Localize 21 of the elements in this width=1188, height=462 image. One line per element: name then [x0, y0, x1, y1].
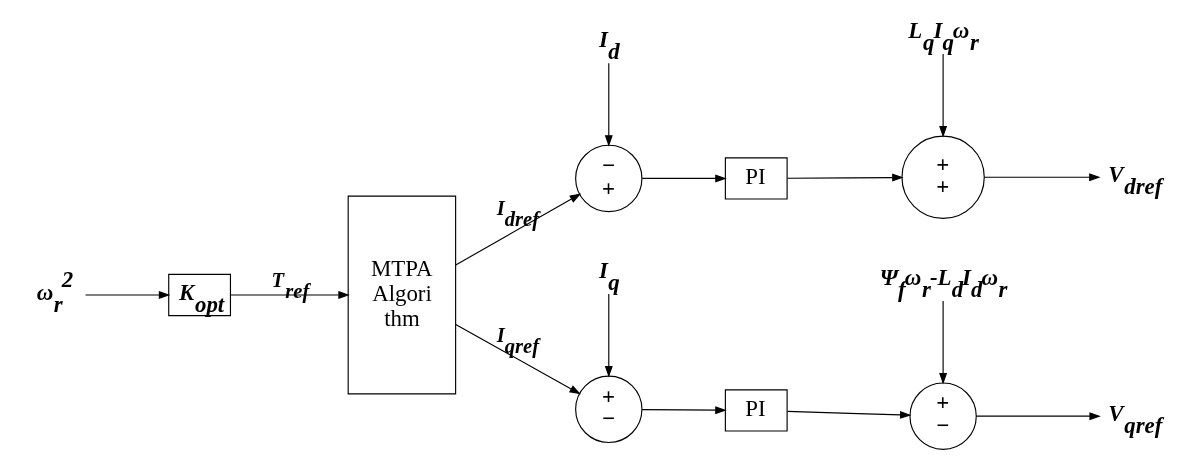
node-circle: + −: [908, 382, 977, 450]
arrow: [983, 173, 1101, 182]
node-circle: + +: [900, 135, 985, 219]
arrow: [604, 293, 613, 378]
arrow: [604, 62, 613, 147]
arrow: [454, 323, 581, 395]
arrow: [641, 174, 727, 183]
arrow: [938, 53, 947, 138]
arrow: [975, 412, 1101, 421]
arrow: [938, 300, 947, 385]
arrow: [229, 291, 350, 299]
arrow: [84, 291, 170, 299]
arrow: [786, 410, 911, 419]
node-circle: − +: [574, 144, 642, 213]
node-box: PI: [724, 157, 788, 200]
node-box: PI: [724, 389, 788, 432]
arrow: [454, 193, 581, 266]
node-box: MTPA Algori thm: [347, 195, 456, 395]
arrow: [641, 406, 727, 415]
node-circle: + −: [574, 375, 642, 443]
arrow: [786, 173, 904, 182]
